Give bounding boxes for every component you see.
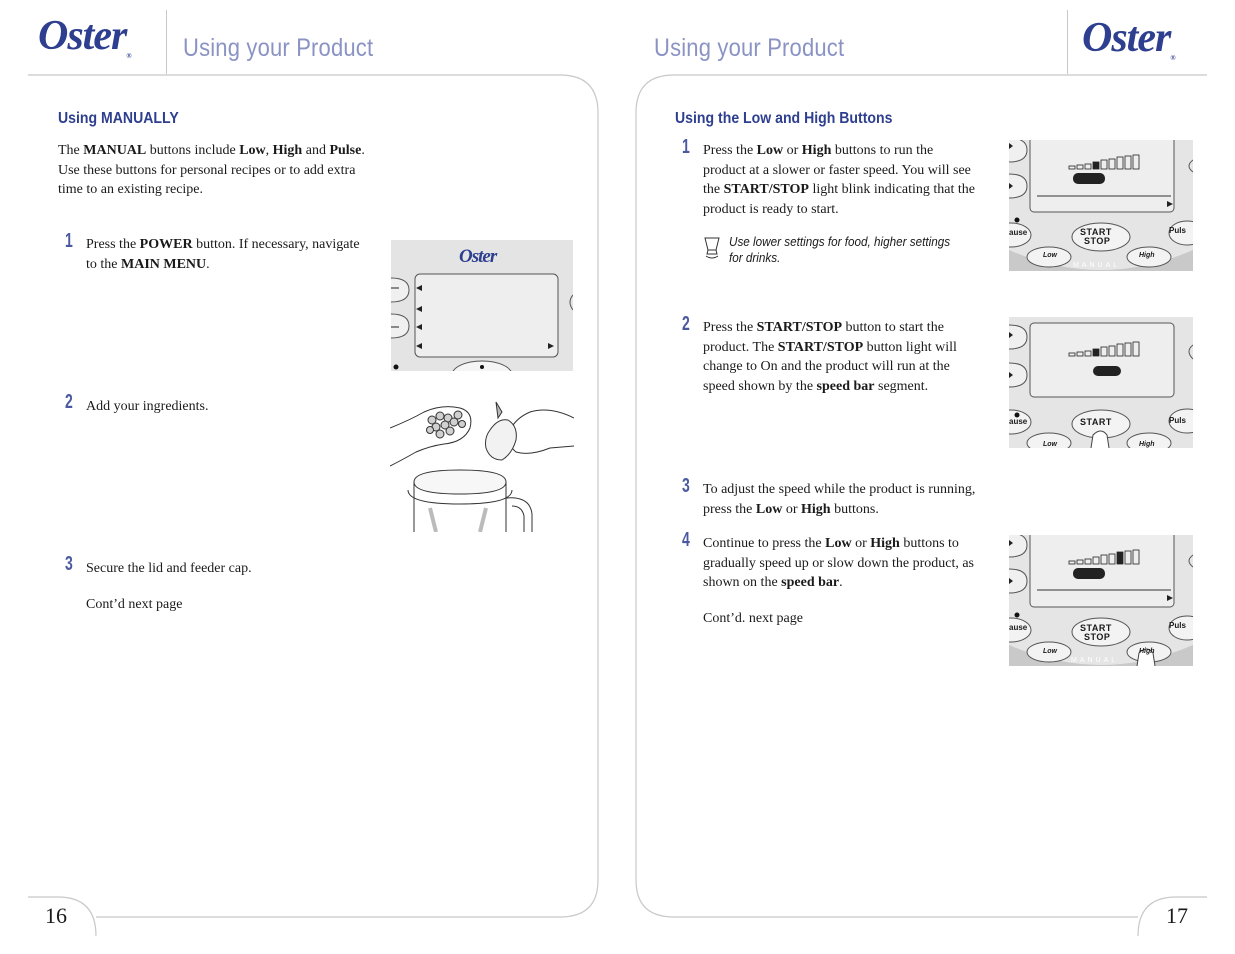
intro-line-1: The MANUAL buttons include Low, High and… bbox=[58, 143, 365, 158]
step-3-text: Secure the lid and feeder cap. bbox=[86, 561, 252, 576]
panel-pulse-label: Puls bbox=[1169, 416, 1186, 425]
step-r1-text: Press the Low or High buttons to run the… bbox=[703, 143, 975, 217]
step-r4-text: Continue to press the Low or High button… bbox=[703, 536, 974, 590]
control-panel-figure-3: START STOP ause Puls Low High MANUAL bbox=[1009, 535, 1193, 666]
page-number-left: 16 bbox=[45, 903, 67, 928]
panel-pause-label: ause bbox=[1009, 228, 1028, 237]
panel-high-label: High bbox=[1139, 648, 1155, 655]
logo-text: Oster bbox=[38, 13, 127, 59]
oster-logo-left: Oster® bbox=[38, 12, 132, 60]
intro-paragraph: The MANUAL buttons include Low, High and… bbox=[58, 141, 388, 200]
oster-logo-right: Oster® bbox=[1082, 14, 1176, 62]
step-number-r1: 1 bbox=[682, 136, 690, 158]
step-number-2: 2 bbox=[65, 391, 73, 413]
display-oster-logo: Oster bbox=[459, 246, 497, 267]
panel-start-label: START bbox=[1080, 227, 1112, 237]
step-r3-text: To adjust the speed while the product is… bbox=[703, 482, 976, 517]
panel-low-label: Low bbox=[1043, 441, 1057, 448]
panel-low-label: Low bbox=[1043, 252, 1057, 259]
panel-high-label: High bbox=[1139, 252, 1155, 259]
main-menu-display-figure: Oster bbox=[391, 240, 573, 371]
ingredients-illustration bbox=[390, 398, 574, 532]
panel-pause-label: ause bbox=[1009, 417, 1028, 426]
logo-mark: ® bbox=[1170, 54, 1175, 62]
control-panel-figure-2: START ause Puls Low High bbox=[1009, 317, 1193, 448]
step-number-r3: 3 bbox=[682, 475, 690, 497]
logo-mark: ® bbox=[126, 52, 131, 60]
continued-note-right: Cont’d. next page bbox=[703, 611, 803, 626]
panel-stop-label: STOP bbox=[1084, 632, 1111, 642]
intro-line-2: Use these buttons for personal recipes o… bbox=[58, 162, 356, 178]
step-number-1: 1 bbox=[65, 230, 73, 252]
page-frame-left bbox=[28, 74, 599, 937]
panel-pulse-label: Puls bbox=[1169, 621, 1186, 630]
step-1-text: Press the POWER button. If necessary, na… bbox=[86, 237, 360, 272]
control-panel-figure-1: START STOP ause Puls Low High MANUAL bbox=[1009, 140, 1193, 271]
page-number-right: 17 bbox=[1166, 903, 1188, 928]
panel-start-label: START bbox=[1080, 417, 1112, 427]
blender-jar-icon bbox=[704, 237, 720, 259]
header-divider-left bbox=[166, 10, 167, 74]
panel-manual-label: MANUAL bbox=[1071, 657, 1119, 664]
usage-note: Use lower settings for food, higher sett… bbox=[729, 234, 951, 265]
panel-stop-label: STOP bbox=[1084, 236, 1111, 246]
step-number-3: 3 bbox=[65, 553, 73, 575]
panel-low-label: Low bbox=[1043, 648, 1057, 655]
panel-high-label: High bbox=[1139, 441, 1155, 448]
section-title-right: Using the Low and High Buttons bbox=[675, 110, 893, 127]
step-r2-text: Press the START/STOP button to start the… bbox=[703, 320, 957, 394]
logo-text: Oster bbox=[1082, 15, 1171, 61]
continued-note-left: Cont’d next page bbox=[86, 597, 183, 612]
page-frame-right bbox=[635, 74, 1207, 937]
header-divider-right bbox=[1067, 10, 1068, 74]
page-title-left: Using your Product bbox=[183, 34, 374, 62]
section-title-left: Using MANUALLY bbox=[58, 110, 179, 127]
panel-start-label: START bbox=[1080, 623, 1112, 633]
step-number-r4: 4 bbox=[682, 529, 690, 551]
panel-pulse-label: Puls bbox=[1169, 226, 1186, 235]
page-title-right: Using your Product bbox=[654, 34, 845, 62]
panel-manual-label: MANUAL bbox=[1073, 262, 1121, 269]
panel-pause-label: ause bbox=[1009, 623, 1028, 632]
step-2-text: Add your ingredients. bbox=[86, 399, 209, 414]
intro-line-3: time to an existing recipe. bbox=[58, 182, 204, 197]
step-number-r2: 2 bbox=[682, 313, 690, 335]
